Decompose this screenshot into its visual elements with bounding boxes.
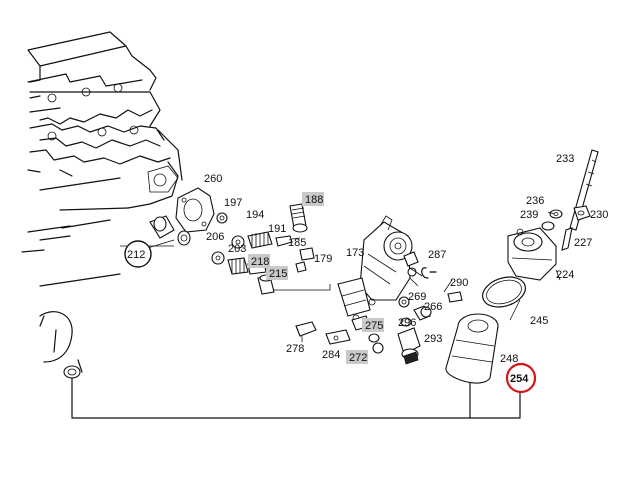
callout-206: 206: [206, 231, 224, 243]
callout-185: 185: [288, 237, 306, 249]
part-272-washer: [368, 333, 384, 354]
highlight-218: [248, 254, 270, 268]
svg-text:212: 212: [127, 249, 145, 261]
callout-179: 179: [314, 253, 332, 265]
part-188-plug: [289, 203, 308, 233]
highlight-188: [302, 192, 324, 206]
part-173-housing: [337, 215, 419, 322]
part-290-bolt: [447, 291, 463, 303]
highlight-272: [346, 350, 368, 364]
callout-227: 227: [574, 237, 592, 249]
part-260-flange: [147, 165, 215, 233]
callout-260: 260: [204, 173, 222, 185]
part-227-bolt: [561, 227, 573, 251]
engine-port-seal: [63, 365, 81, 379]
circled-callout-212[interactable]: 212: [124, 240, 152, 268]
highlight-215: [266, 266, 288, 280]
callout-203: 203: [228, 243, 246, 255]
callout-191: 191: [268, 223, 286, 235]
callout-290: 290: [450, 277, 468, 289]
callout-293: 293: [424, 333, 442, 345]
part-278-bracket: [295, 321, 317, 342]
callout-239: 239: [520, 209, 538, 221]
callout-197: 197: [224, 197, 242, 209]
callout-218: 218: [251, 256, 269, 268]
callout-236: 236: [526, 195, 544, 207]
callout-248: 248: [500, 353, 518, 365]
part-284-bracket: [325, 329, 351, 345]
callout-245: 245: [530, 315, 548, 327]
callout-labels: 260 197 194 188 206 191 203 185 218 179 …: [204, 153, 608, 365]
part-236-washer: [549, 209, 563, 219]
callout-230: 230: [590, 209, 608, 221]
callout-233: 233: [556, 153, 574, 165]
part-245-gasket: [482, 276, 526, 308]
part-248-oil-filter: [445, 313, 499, 384]
part-203-spring: [211, 251, 249, 275]
engine-block: [21, 31, 183, 373]
callout-284: 284: [322, 349, 340, 361]
part-191-valve: [275, 235, 301, 247]
part-293-sensor: [397, 327, 421, 365]
callout-266: 266: [424, 301, 442, 313]
callout-194: 194: [246, 209, 264, 221]
part-239-washer: [541, 221, 555, 231]
highlight-275: [362, 318, 384, 332]
part-197-washer: [216, 212, 228, 224]
callout-275: 275: [365, 320, 383, 332]
svg-text:254: 254: [510, 373, 529, 385]
callout-287: 287: [428, 249, 446, 261]
part-296-plug: [400, 317, 412, 327]
callout-278: 278: [286, 343, 304, 355]
callout-173: 173: [346, 247, 364, 259]
callout-272: 272: [349, 352, 367, 364]
oil-line: [71, 377, 521, 419]
part-269-fitting: [398, 296, 410, 308]
callout-224: 224: [556, 269, 574, 281]
callout-215: 215: [269, 268, 287, 280]
part-185-sleeve: [299, 247, 315, 261]
callout-296: 296: [398, 317, 416, 329]
circled-callout-254-selected[interactable]: 254: [505, 362, 537, 394]
callout-269: 269: [408, 291, 426, 303]
callout-188: 188: [305, 194, 323, 206]
part-179-plug: [295, 261, 307, 273]
part-230-nut: [573, 205, 591, 221]
part-224-cover: [507, 227, 557, 281]
part-287-clip: [421, 267, 437, 279]
part-194-spring: [231, 231, 273, 249]
part-266-fitting: [413, 305, 432, 321]
